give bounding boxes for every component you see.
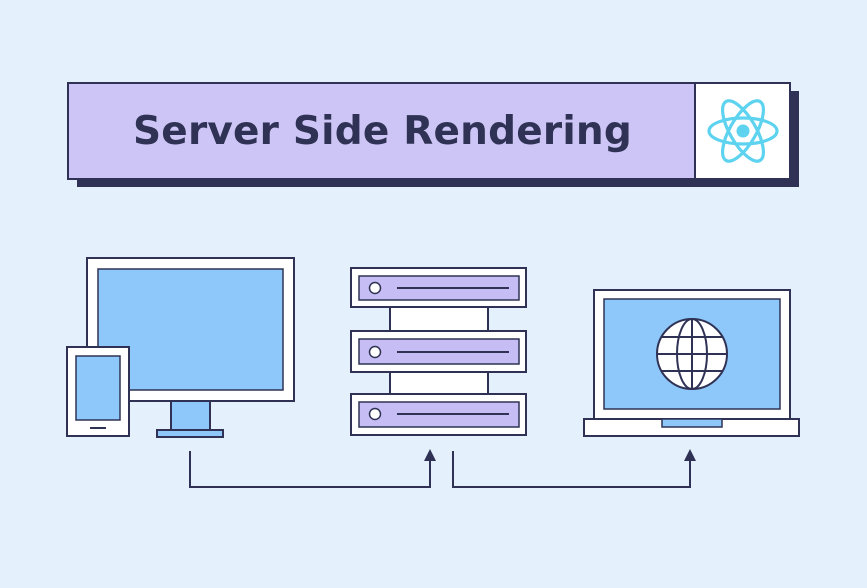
page-title: Server Side Rendering <box>133 108 632 154</box>
logo-box <box>694 82 791 180</box>
server-unit <box>350 267 527 308</box>
arrow-head-icon <box>424 449 436 461</box>
server-unit <box>350 393 527 436</box>
arrow-head-icon <box>684 449 696 461</box>
globe-icon <box>656 318 728 390</box>
status-light-icon <box>368 281 382 295</box>
server-connector <box>389 306 489 332</box>
server-rack-icon <box>350 267 527 436</box>
status-light-icon <box>368 407 382 421</box>
status-light-icon <box>368 345 382 359</box>
request-arrow <box>189 449 436 488</box>
tablet-icon <box>66 346 130 437</box>
server-connector <box>389 371 489 395</box>
server-unit <box>350 330 527 373</box>
react-atom-icon <box>706 99 779 163</box>
laptop-globe-icon <box>583 289 800 437</box>
response-arrow <box>452 449 696 488</box>
title-box: Server Side Rendering <box>67 82 698 180</box>
title-banner: Server Side Rendering <box>67 82 799 187</box>
